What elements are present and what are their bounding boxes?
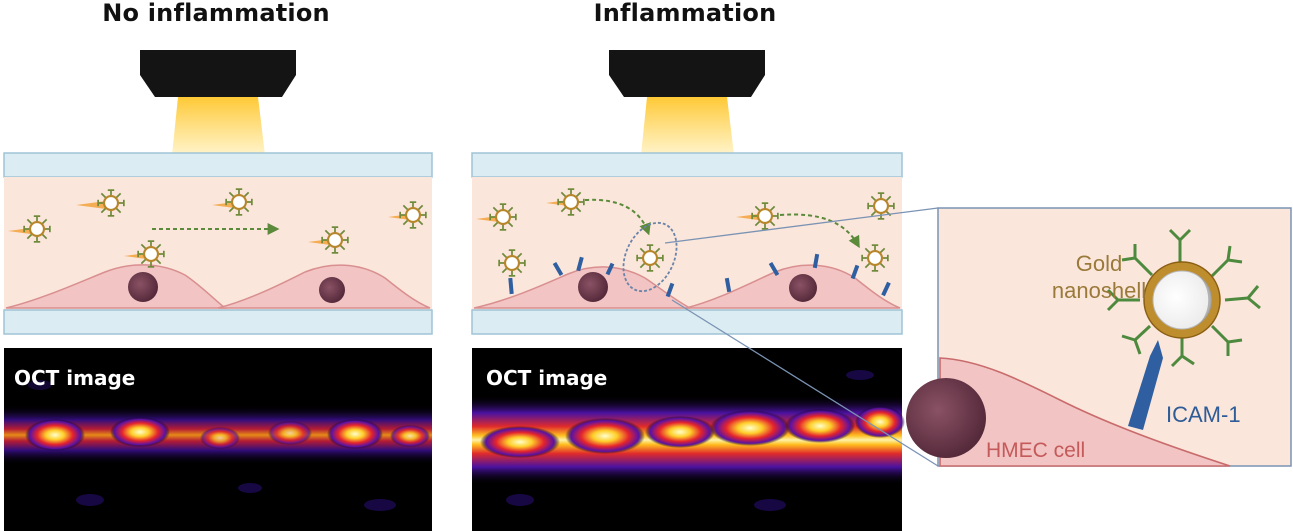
channel-top-wall — [3, 152, 433, 178]
icam-label: ICAM-1 — [1166, 402, 1241, 427]
nucleus-icon — [578, 272, 608, 302]
oct-image-right — [472, 348, 905, 531]
panel-title-no-inflammation: No inflammation — [102, 0, 330, 27]
nucleus-icon — [128, 272, 158, 302]
nanoshell-icon — [1106, 228, 1261, 368]
nucleus-icon — [319, 277, 345, 303]
flow-arrow-icon — [584, 198, 651, 236]
nucleus-icon — [906, 378, 986, 458]
oct-probe-icon — [609, 50, 765, 97]
nanoshell-icon — [137, 240, 165, 268]
nanoshell-icon — [636, 244, 664, 272]
oct-image-left — [4, 348, 432, 531]
oct-label-right: OCT image — [486, 366, 608, 390]
channel-bottom-wall — [471, 309, 903, 335]
zoom-lines — [664, 207, 939, 467]
cell-label: HMEC cell — [986, 439, 1085, 462]
icam-receptor-icon — [1128, 340, 1163, 430]
nanoshell-icon — [751, 202, 779, 230]
nanoshell-icon — [557, 188, 585, 216]
nanoshell-icon — [321, 226, 349, 254]
flow-arrow-icon — [779, 213, 860, 249]
nanoshell-icon — [861, 244, 889, 272]
channel-top-wall — [471, 152, 903, 178]
left-panel — [3, 50, 433, 531]
right-panel — [471, 50, 905, 531]
channel-bottom-wall — [3, 309, 433, 335]
nanoshell-icon — [225, 188, 253, 216]
inset-panel: Gold nanoshell ICAM-1 HMEC cell — [906, 207, 1292, 467]
nanoshell-label-line1: Gold — [1076, 251, 1122, 276]
oct-probe-icon — [140, 50, 296, 97]
oct-label-left: OCT image — [14, 366, 136, 390]
nanoshell-icon — [23, 215, 51, 243]
nanoshell-icon — [489, 203, 517, 231]
panel-title-inflammation: Inflammation — [593, 0, 777, 27]
nanoshell-icon — [498, 249, 526, 277]
icam-receptors — [508, 253, 891, 298]
endothelial-cells — [5, 264, 431, 309]
highlight-ellipse — [622, 221, 678, 293]
light-beam-icon — [641, 97, 734, 155]
nanoshell-label-line2: nanoshell — [1052, 278, 1146, 303]
light-beam-icon — [172, 97, 265, 155]
nanoshell-icon — [399, 201, 427, 229]
nanoshell-icon — [97, 189, 125, 217]
nucleus-icon — [789, 274, 817, 302]
